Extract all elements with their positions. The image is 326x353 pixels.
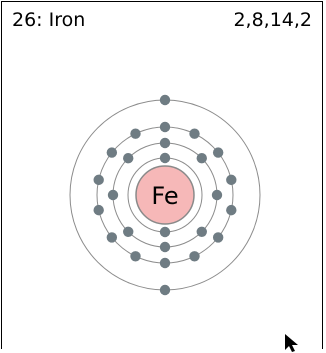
electron-shell-2-3 bbox=[211, 189, 223, 201]
electron-shell-3-9 bbox=[130, 251, 141, 262]
electron-shell-3-2 bbox=[189, 128, 200, 139]
electron-shell-3-1 bbox=[159, 121, 171, 133]
electron-shell-3-11 bbox=[93, 204, 104, 216]
electron-shell-2-1 bbox=[159, 137, 171, 149]
electron-shell-3-8 bbox=[159, 257, 171, 269]
electron-shell-2-8 bbox=[123, 153, 134, 164]
nucleus bbox=[135, 165, 195, 225]
electron-shell-2-7 bbox=[107, 189, 119, 201]
electrons bbox=[93, 94, 237, 296]
mouse-pointer-icon bbox=[285, 334, 298, 352]
electron-configuration: 2,8,14,2 bbox=[233, 9, 312, 31]
electron-shell-3-13 bbox=[106, 147, 118, 158]
electron-shell-3-7 bbox=[189, 251, 200, 262]
electron-shell-1-1 bbox=[159, 152, 171, 164]
electron-shell-3-4 bbox=[226, 174, 237, 186]
electron-shell-3-3 bbox=[212, 147, 224, 158]
electron-shell-2-2 bbox=[196, 153, 207, 164]
electron-shell-3-5 bbox=[226, 204, 237, 216]
element-symbol: Fe bbox=[151, 182, 178, 210]
element-title: 26: Iron bbox=[12, 9, 86, 31]
electron-shell-1-2 bbox=[159, 226, 171, 238]
electron-shell-2-4 bbox=[196, 226, 207, 237]
electron-shell-3-6 bbox=[212, 232, 224, 243]
electron-shell-2-5 bbox=[159, 241, 171, 253]
electron-shell-4-2 bbox=[159, 284, 171, 296]
electron-shell-3-14 bbox=[130, 128, 141, 139]
electron-shell-3-12 bbox=[93, 174, 104, 186]
electron-shell-4-1 bbox=[159, 94, 171, 106]
electron-shell-3-10 bbox=[106, 232, 118, 243]
diagram-frame bbox=[1, 1, 323, 349]
electron-shell-2-6 bbox=[123, 226, 134, 237]
